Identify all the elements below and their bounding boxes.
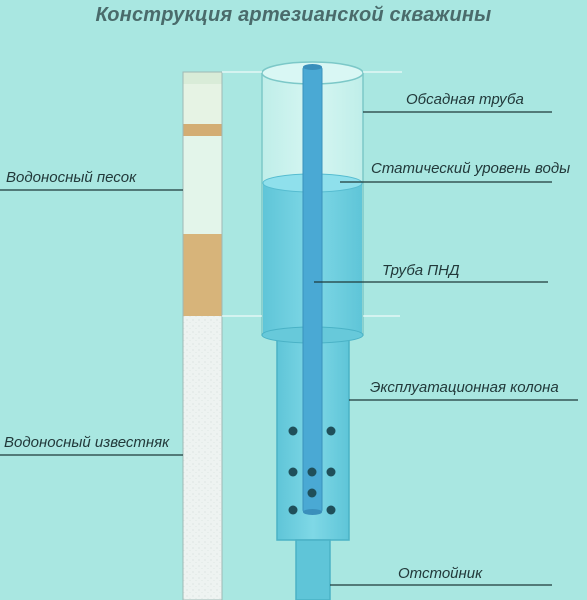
sump-pipe: [295, 539, 331, 600]
soil-layer-clay: [183, 234, 222, 316]
label-pnd-pipe: Труба ПНД: [382, 262, 460, 279]
perforation-hole: [307, 467, 317, 477]
pnd-pipe-top: [303, 64, 322, 70]
soil-column: [182, 71, 223, 600]
perforation-hole: [326, 505, 336, 515]
perforation-hole: [307, 488, 317, 498]
label-aquifer-limestone: Водоносный известняк: [4, 434, 170, 451]
label-aquifer-sand: Водоносный песок: [6, 169, 137, 186]
soil-layer-limestone: [183, 316, 222, 600]
perforation-holes: [288, 426, 336, 515]
pnd-pipe-bottom: [303, 509, 322, 515]
level-lines: [222, 71, 402, 317]
perforation-hole: [288, 505, 298, 515]
perforation-hole: [288, 426, 298, 436]
diagram-title: Конструкция артезианской скважины: [95, 4, 492, 26]
leader-lines: [0, 111, 578, 586]
perforation-hole: [326, 467, 336, 477]
perforation-hole: [326, 426, 336, 436]
soil-column-outline: [182, 71, 223, 600]
soil-layer-topsoil: [183, 72, 222, 84]
label-casing-pipe: Обсадная труба: [406, 91, 524, 108]
pnd-pipe-body: [302, 66, 323, 513]
label-static-water-level: Статический уровень воды: [371, 160, 571, 177]
label-sump: Отстойник: [398, 565, 483, 582]
soil-layer-aquifer-sand: [183, 136, 222, 234]
pnd-pipe: [302, 64, 323, 515]
label-production-column: Эксплуатационная колона: [370, 379, 559, 396]
perforation-hole: [288, 467, 298, 477]
soil-layer-sand-band: [183, 124, 222, 136]
